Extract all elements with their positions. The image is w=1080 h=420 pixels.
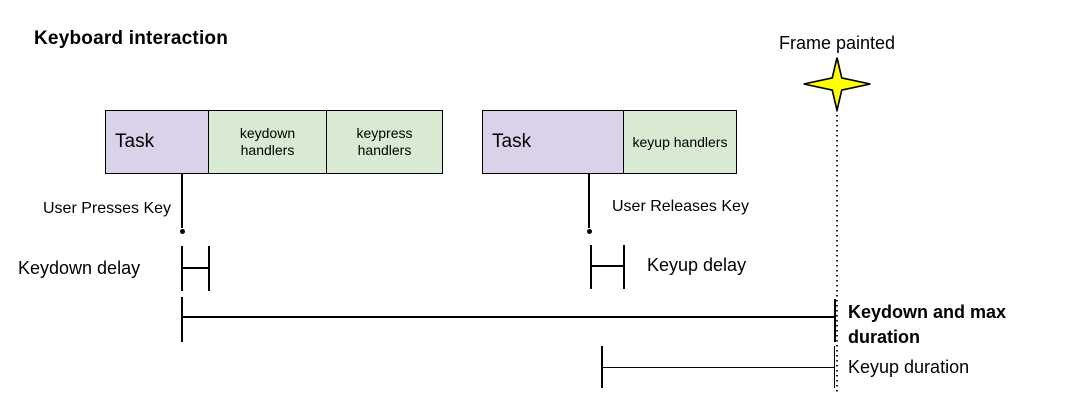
keyup-handlers-label: keyup handlers — [632, 133, 728, 150]
keyup-duration-right-cap — [833, 346, 835, 388]
keydown-max-duration-left-cap — [180, 297, 183, 342]
keydown-delay-marker-right-tick — [208, 246, 210, 291]
keydown-handlers-box: keydown handlers — [207, 110, 328, 174]
frame-painted-guideline — [836, 110, 838, 393]
four-point-star-icon — [803, 57, 871, 111]
keydown-task-box: Task — [105, 110, 209, 174]
keyup-handlers-box: keyup handlers — [623, 110, 737, 174]
user-releases-key-label: User Releases Key — [612, 198, 749, 215]
keydown-delay-marker-left-tick — [181, 246, 183, 291]
keyup-duration-line — [602, 366, 834, 368]
keypress-handlers-label: keypress handlers — [356, 125, 413, 158]
task-label: Task — [115, 131, 155, 152]
frame-painted-label: Frame painted — [779, 33, 896, 53]
keyup-delay-marker-left-tick — [590, 245, 592, 289]
user-presses-key-label: User Presses Key — [43, 200, 172, 217]
user-presses-key-connector — [181, 174, 183, 228]
keydown-max-duration-line — [182, 315, 835, 318]
keypress-handlers-box: keypress handlers — [326, 110, 443, 174]
keydown-delay-marker-bar — [181, 267, 209, 269]
diagram-title: Keyboard interaction — [34, 28, 229, 49]
task-label: Task — [492, 131, 532, 152]
keydown-max-duration-right-cap — [833, 299, 836, 342]
user-presses-key-endpoint-dot — [179, 228, 185, 234]
keyup-delay-marker-right-tick — [623, 245, 625, 289]
keydown-max-duration-label: Keydown and max duration — [848, 302, 1007, 347]
keyup-duration-left-cap — [601, 346, 603, 388]
keyup-delay-label: Keyup delay — [647, 255, 747, 275]
user-releases-key-connector — [588, 174, 590, 228]
keyup-delay-marker-bar — [590, 265, 624, 267]
keydown-handlers-label: keydown handlers — [239, 125, 296, 158]
keydown-delay-label: Keydown delay — [18, 258, 141, 278]
user-releases-key-endpoint-dot — [586, 228, 592, 234]
keyup-task-box: Task — [482, 110, 625, 174]
keyup-duration-label: Keyup duration — [848, 357, 970, 377]
